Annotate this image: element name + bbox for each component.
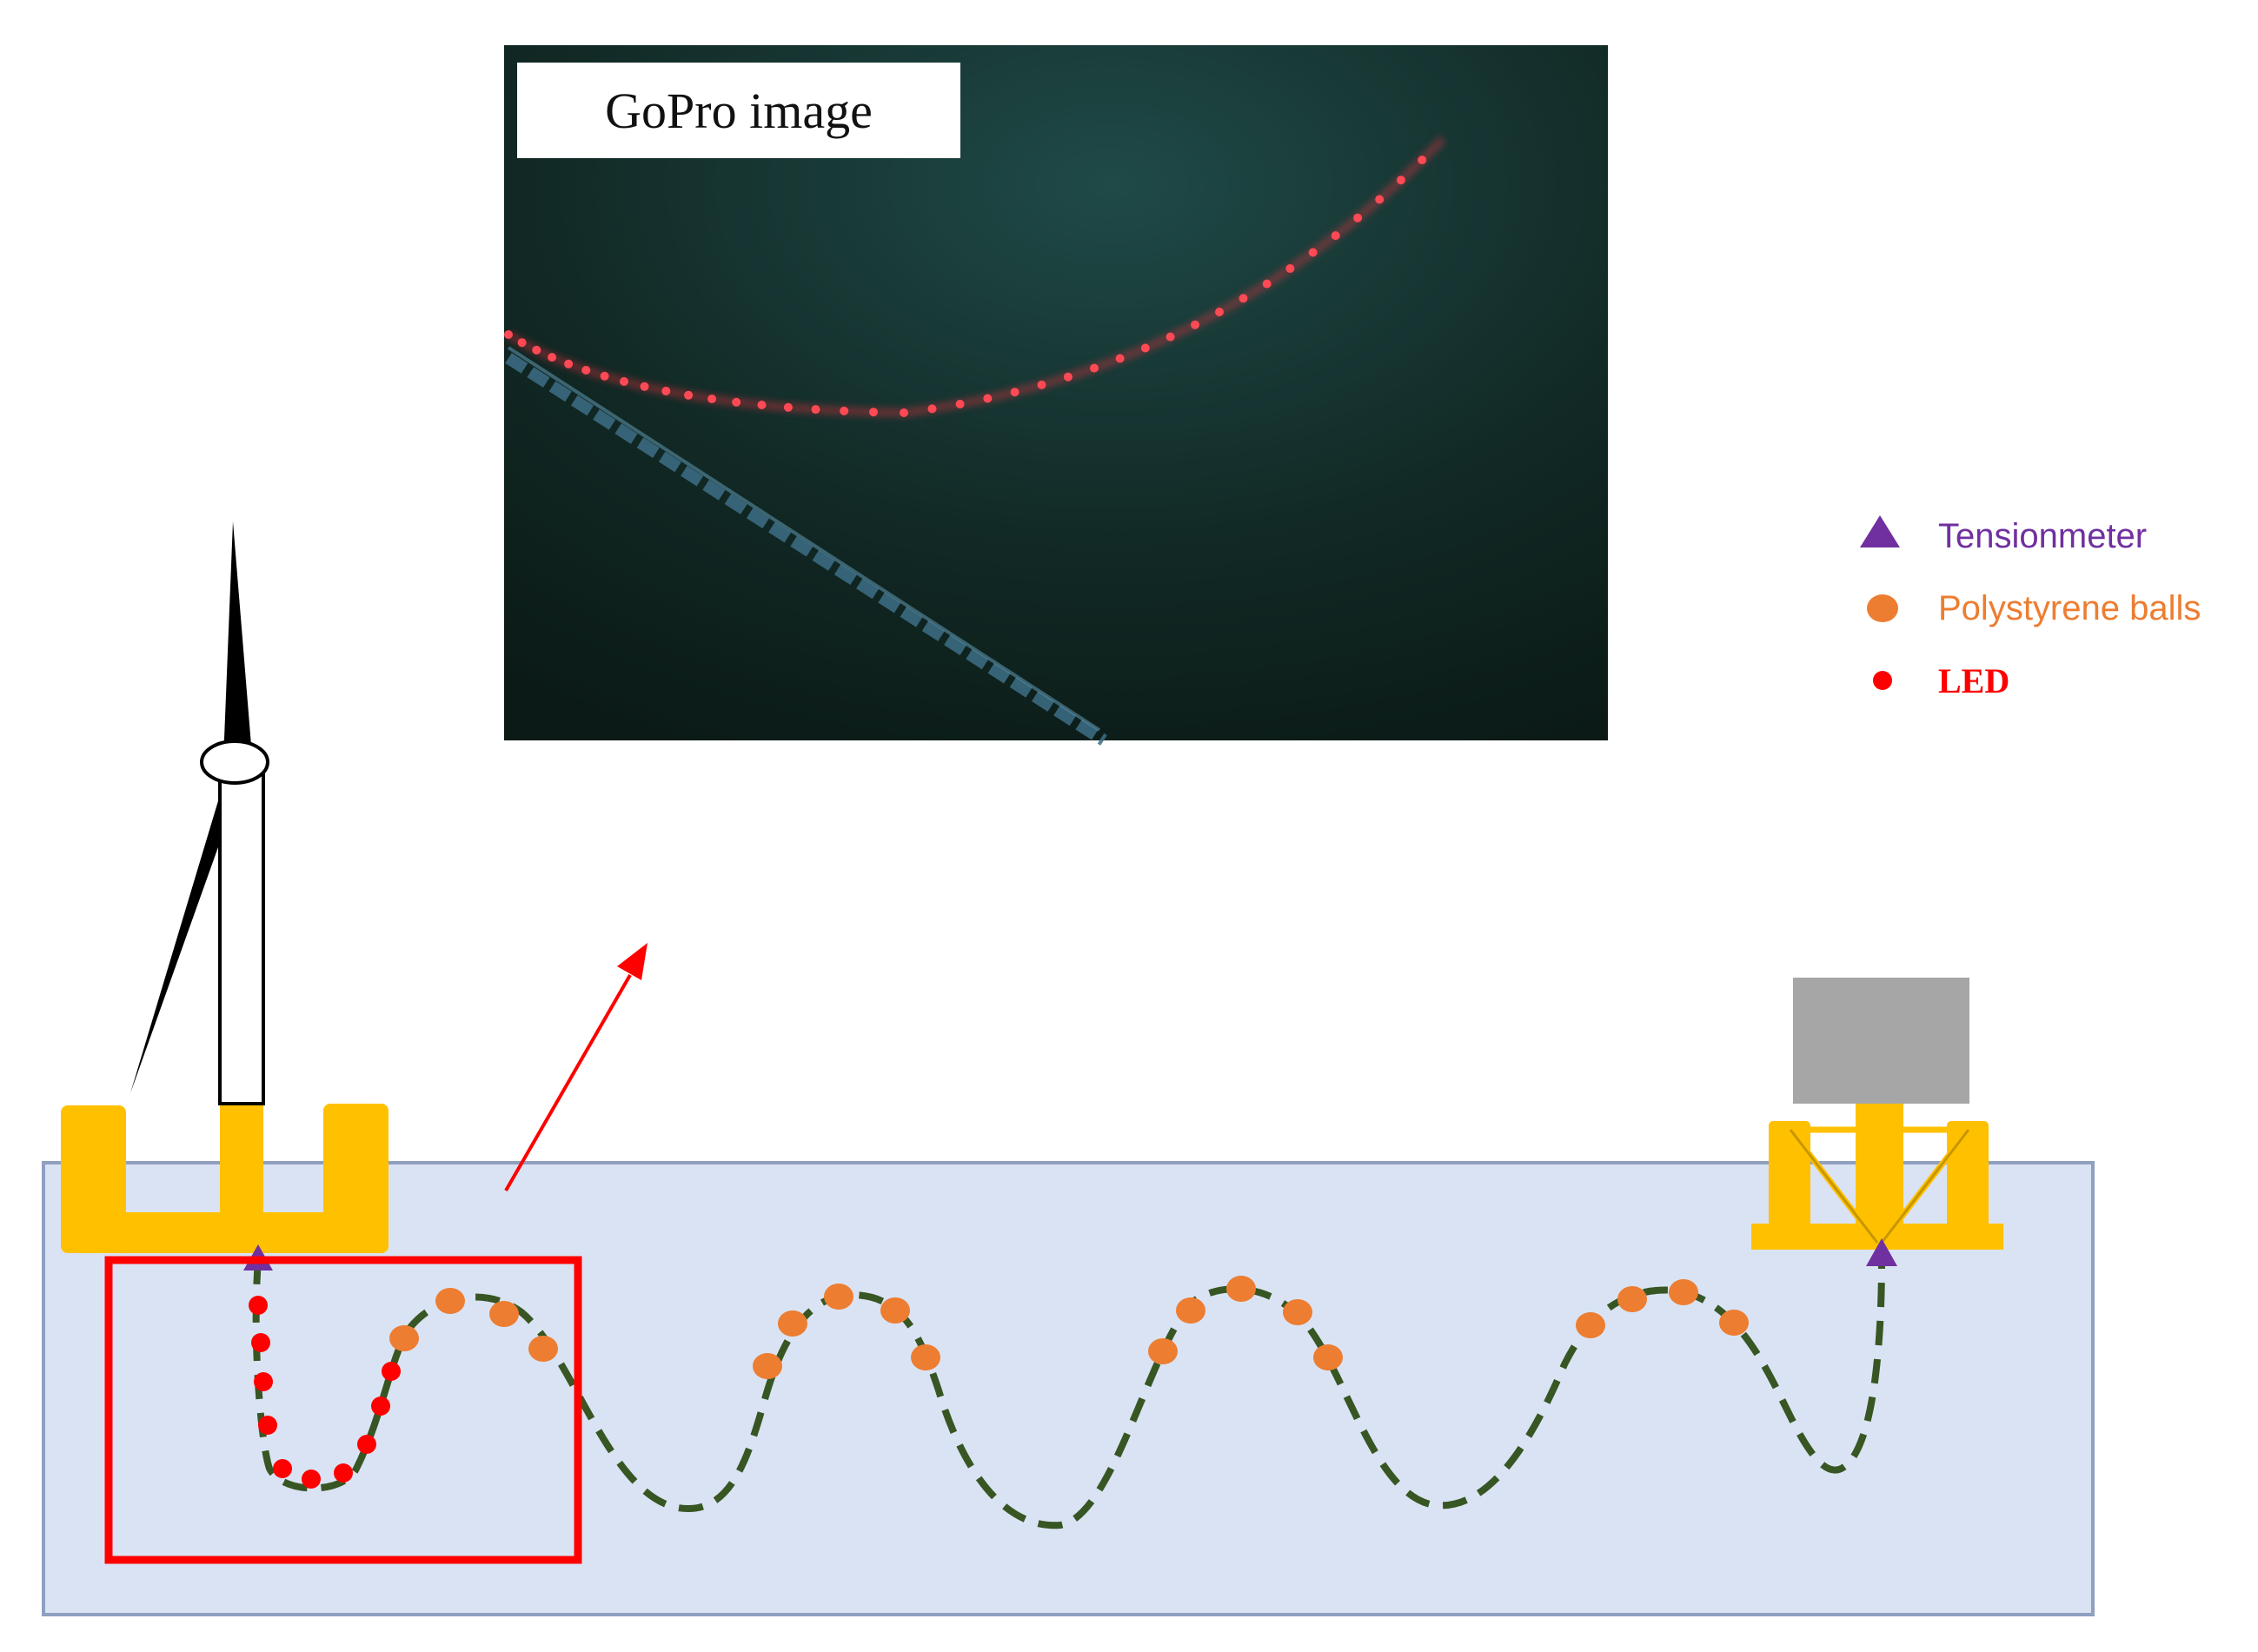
photo-led-dot — [1396, 176, 1405, 185]
photo-led-dot — [1090, 363, 1099, 373]
photo-led-dot — [581, 366, 591, 375]
photo-led-dot — [1285, 264, 1295, 273]
legend-label-led: LED — [1938, 661, 2009, 700]
photo-led-dot — [1215, 308, 1224, 316]
fairlead-platform — [1751, 978, 2003, 1250]
circle-icon — [1867, 594, 1898, 622]
fairlead-block — [1793, 978, 1969, 1104]
photo-led-dot — [707, 395, 717, 403]
photo-led-dot — [620, 377, 628, 386]
photo-led-dot — [640, 381, 649, 391]
photo-led-dot — [600, 371, 609, 381]
photo-led-dot — [564, 359, 574, 368]
photo-led-dot — [1063, 372, 1073, 381]
highlight-box — [104, 1256, 582, 1564]
turbine-hub — [200, 740, 269, 785]
turbine-tower — [218, 759, 265, 1105]
turbine-blade — [130, 521, 252, 1093]
legend-label-tensionmeter: Tensionmeter — [1938, 517, 2147, 555]
gopro-photo: GoPro image — [504, 45, 1608, 746]
photo-led-dot — [811, 405, 820, 415]
photo-led-dot — [1418, 156, 1427, 165]
photo-led-dot — [840, 406, 849, 415]
photo-led-dot — [661, 387, 671, 395]
legend-item-led: LED — [1873, 661, 2009, 700]
photo-led-dot — [1037, 380, 1046, 389]
photo-label-box — [517, 63, 960, 158]
photo-led-dot — [1166, 332, 1175, 342]
floating-wind-turbine — [61, 521, 389, 1253]
photo-led-dot — [757, 401, 767, 409]
legend: Tensionmeter Polystyrene balls LED — [1860, 515, 2201, 700]
dot-icon — [1873, 671, 1892, 690]
photo-led-dot — [1010, 388, 1019, 397]
callout-arrow — [504, 943, 648, 1191]
photo-led-dots — [504, 156, 1427, 417]
photo-led-dot — [1375, 195, 1385, 204]
photo-led-line-glow — [506, 136, 1446, 418]
photo-led-dot — [783, 402, 793, 412]
photo-led-dot — [955, 400, 965, 408]
photo-label: GoPro image — [605, 83, 873, 139]
photo-led-dot — [532, 345, 541, 355]
photo-led-dot — [900, 408, 908, 417]
led-markers — [249, 1296, 401, 1489]
photo-led-dot — [504, 330, 513, 339]
mooring-line — [252, 1259, 1885, 1529]
photo-led-dot — [869, 408, 878, 417]
legend-label-polystyrene-balls: Polystyrene balls — [1938, 589, 2201, 627]
photo-led-dot — [732, 397, 741, 407]
photo-led-dot — [1353, 213, 1363, 222]
triangle-icon — [1860, 515, 1900, 547]
semi-submersible-platform — [61, 1104, 389, 1253]
photo-chain — [505, 346, 1107, 746]
photo-led-dot — [1308, 248, 1318, 257]
tensionmeter-right — [1866, 1238, 1897, 1266]
photo-led-dot — [1331, 231, 1340, 241]
photo-led-dot — [1239, 294, 1248, 303]
photo-led-dot — [1191, 320, 1199, 329]
photo-led-dot — [1140, 343, 1150, 353]
photo-led-dot — [517, 338, 527, 348]
photo-led-dot — [548, 353, 557, 362]
photo-led-dot — [983, 394, 993, 403]
photo-led-dot — [927, 404, 937, 414]
polystyrene-balls — [389, 1276, 1749, 1379]
photo-led-dot — [684, 390, 694, 400]
photo-led-dot — [1262, 279, 1272, 289]
legend-item-polystyrene-balls: Polystyrene balls — [1867, 589, 2201, 627]
photo-led-dot — [1115, 354, 1125, 363]
legend-item-tensionmeter: Tensionmeter — [1860, 515, 2147, 555]
